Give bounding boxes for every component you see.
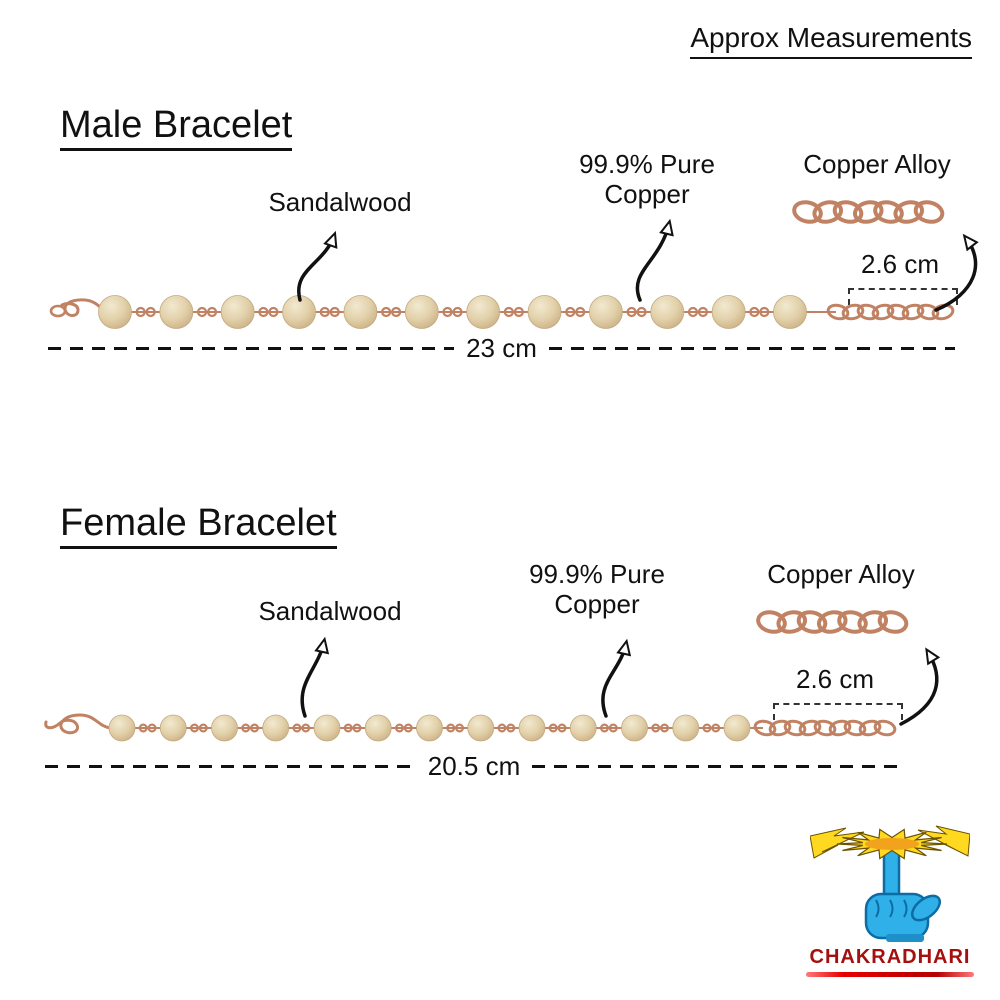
female-copper-label: 99.9% Pure Copper [529, 559, 665, 619]
male-sandalwood-label: Sandalwood [268, 187, 412, 217]
brand-underline [806, 972, 974, 977]
chakra-hand-icon [810, 825, 970, 942]
female-sandalwood-label: Sandalwood [258, 596, 402, 626]
female-total-length-measure: 20.5 cm [45, 750, 903, 781]
brand-name: CHAKRADHARI [809, 946, 971, 968]
female-total-length-value: 20.5 cm [427, 750, 521, 781]
male-copper-label: 99.9% Pure Copper [579, 149, 715, 209]
male-bracelet-image [49, 295, 955, 329]
measure-dash-left [45, 764, 416, 768]
male-bracelet-title: Male Bracelet [60, 104, 293, 151]
male-copper-alloy-label: Copper Alloy [803, 149, 951, 179]
measure-dash-left [48, 346, 455, 350]
measure-dash-right [548, 346, 955, 350]
female-bracelet-title: Female Bracelet [60, 502, 337, 549]
male-total-length-measure: 23 cm [48, 332, 955, 363]
female-copper-alloy-chain-image [756, 610, 909, 634]
brand-logo: CHAKRADHARI [806, 818, 974, 980]
measure-dash-right [532, 764, 903, 768]
male-total-length-value: 23 cm [466, 332, 537, 363]
female-copper-alloy-label: Copper Alloy [767, 559, 915, 589]
male-copper-alloy-chain-image [792, 200, 945, 224]
female-bracelet-image [44, 713, 897, 742]
male-extension-length-label: 2.6 cm [860, 249, 940, 279]
approx-measurements-heading: Approx Measurements [690, 22, 972, 59]
female-extension-length-label: 2.6 cm [795, 664, 875, 694]
